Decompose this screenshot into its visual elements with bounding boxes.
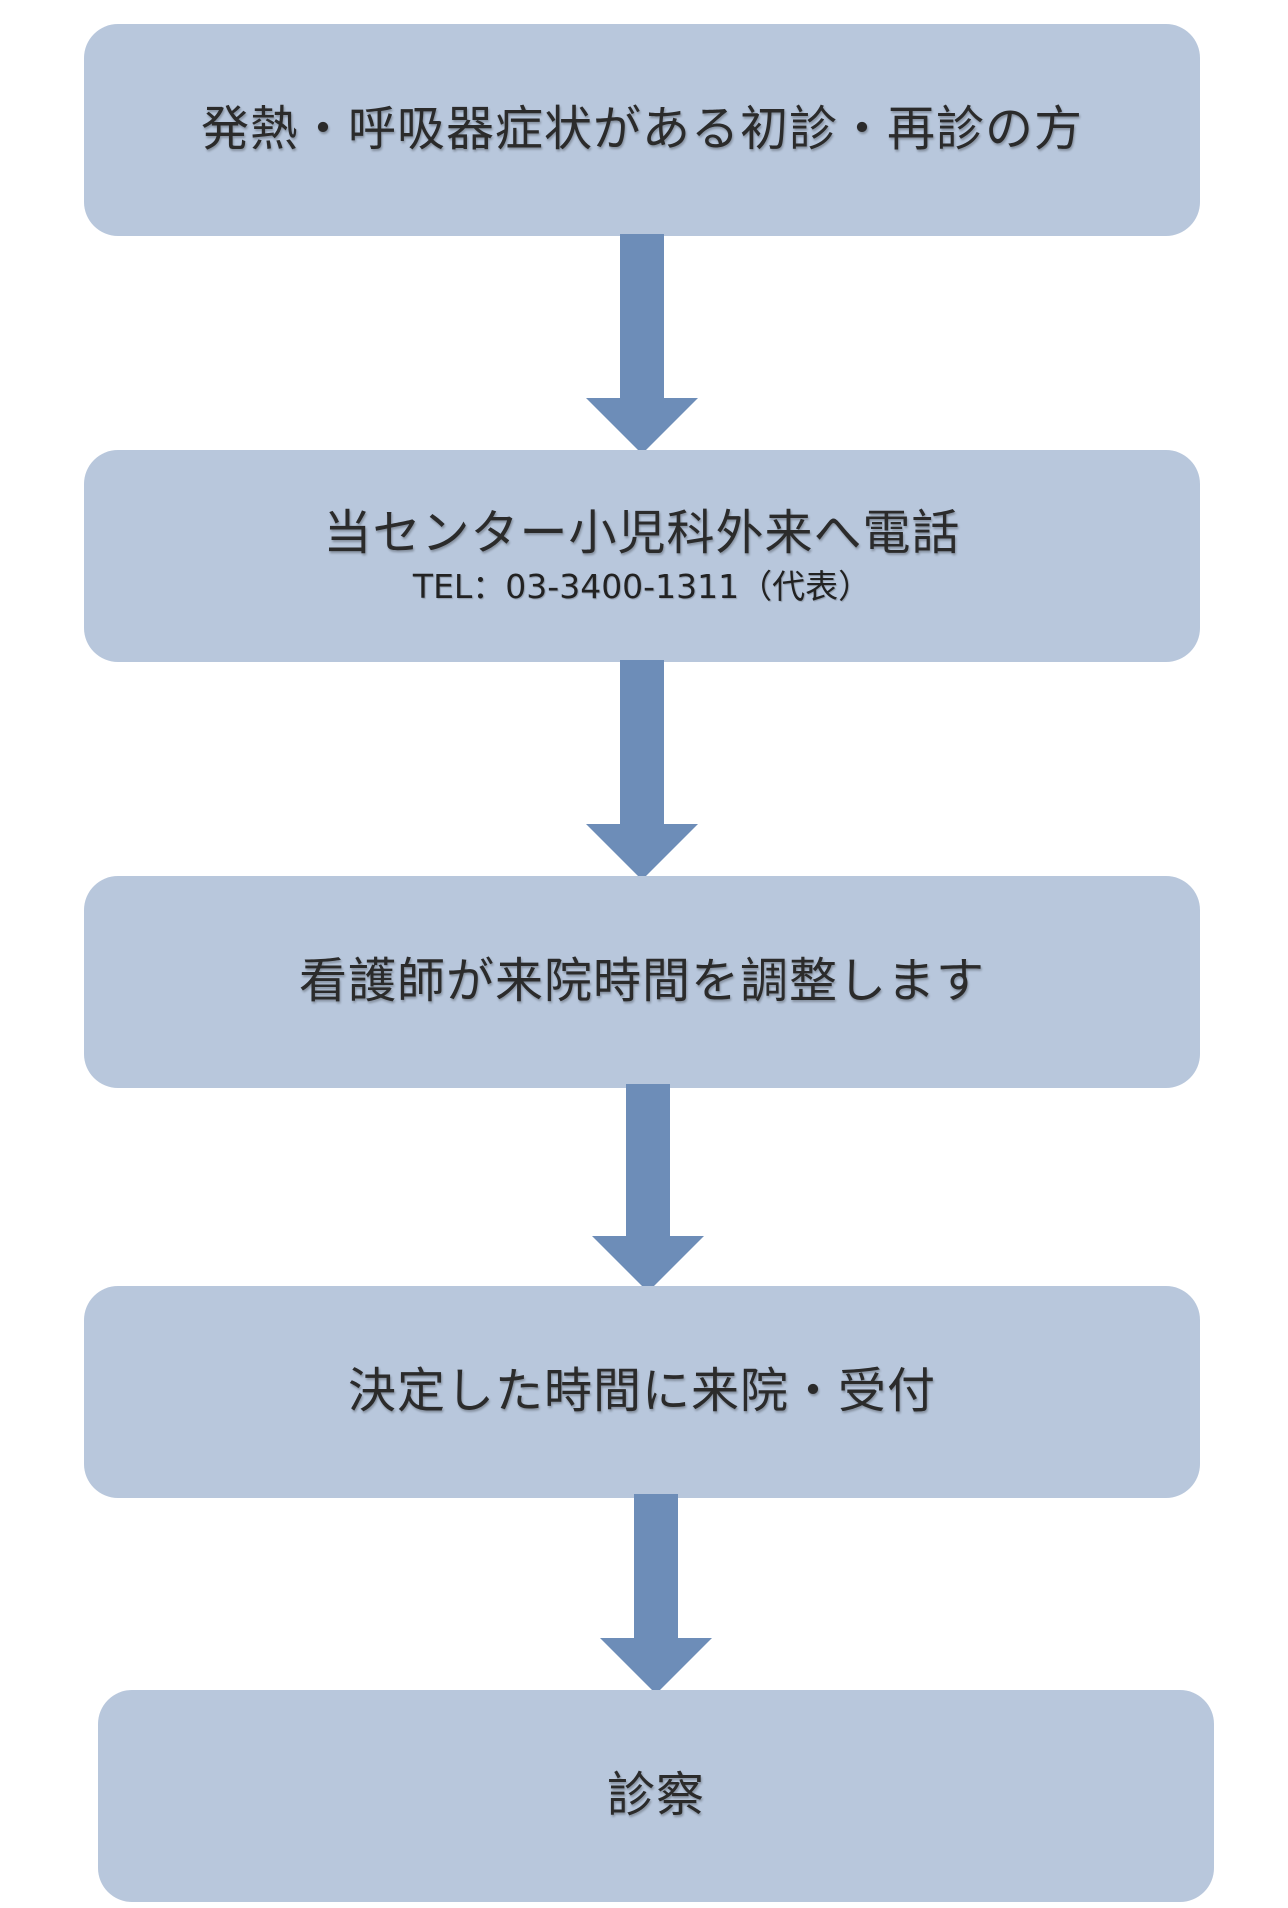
step-label-2: 当センター小児科外来へ電話 (323, 504, 961, 561)
arrow-down-icon (586, 234, 698, 454)
arrow-down-icon (586, 660, 698, 880)
step-box-4: 決定した時間に来院・受付 (84, 1286, 1200, 1498)
step-box-1: 発熱・呼吸器症状がある初診・再診の方 (84, 24, 1200, 236)
arrow-down-icon (592, 1084, 704, 1292)
step-box-5: 診察 (98, 1690, 1214, 1902)
step-box-2: 当センター小児科外来へ電話 TEL：03-3400-1311（代表） (84, 450, 1200, 662)
step-label-1: 発熱・呼吸器症状がある初診・再診の方 (200, 101, 1083, 158)
step-label-4: 決定した時間に来院・受付 (347, 1363, 936, 1420)
phone-number: TEL：03-3400-1311（代表） (412, 566, 872, 606)
step-box-3: 看護師が来院時間を調整します (84, 876, 1200, 1088)
step-label-5: 診察 (606, 1767, 705, 1824)
step-label-3: 看護師が来院時間を調整します (298, 953, 985, 1010)
arrow-down-icon (600, 1494, 712, 1694)
